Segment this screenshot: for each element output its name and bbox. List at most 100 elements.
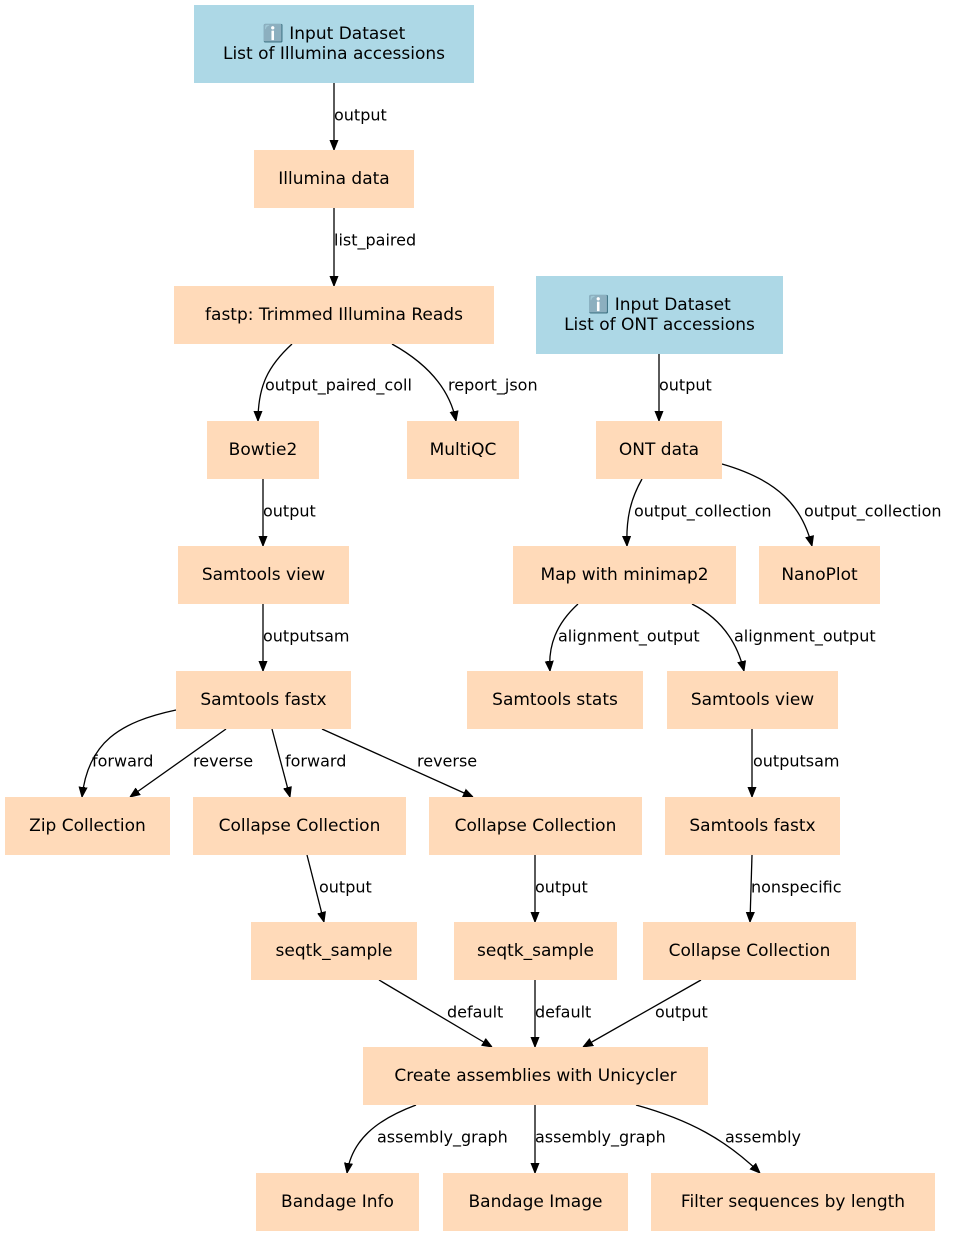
edge-unicycler-to-bandage_image: assembly_graph [535, 1105, 666, 1173]
edge-illumina_data-to-fastp: list_paired [334, 208, 416, 286]
node-fastp: fastp: Trimmed Illumina Reads [174, 286, 494, 344]
edge-fastp-to-bowtie2: output_paired_coll [258, 343, 412, 421]
node-label: Samtools stats [492, 690, 618, 710]
edge-label: default [447, 1003, 503, 1022]
input-dataset-box [536, 276, 783, 354]
node-unicycler: Create assemblies with Unicycler [363, 1047, 708, 1105]
edge-arrow [391, 343, 456, 421]
edge-label: assembly [725, 1128, 801, 1147]
edge-label: nonspecific [751, 878, 842, 897]
edge-label: output_collection [634, 502, 772, 522]
tool-step-box [467, 671, 643, 729]
edge-bowtie2-to-samtools_view_1: output [263, 479, 316, 546]
tool-step-box [759, 546, 880, 604]
node-label: Collapse Collection [455, 816, 617, 836]
node-label: Samtools fastx [200, 690, 326, 710]
node-label: Samtools fastx [689, 816, 815, 836]
edge-label: list_paired [334, 231, 416, 251]
node-label: Samtools view [202, 565, 325, 585]
edge-ont_data-to-nanoplot: output_collection [721, 463, 942, 546]
node-label: Samtools view [691, 690, 814, 710]
node-bandage_image: Bandage Image [443, 1173, 628, 1231]
node-bowtie2: Bowtie2 [207, 421, 319, 479]
edge-label: assembly_graph [377, 1128, 508, 1148]
edge-label: output_paired_coll [265, 376, 412, 396]
edge-fastp-to-multiqc: report_json [391, 343, 538, 421]
edge-unicycler-to-bandage_info: assembly_graph [347, 1104, 508, 1173]
edge-label: forward [285, 752, 346, 771]
edge-input_ont-to-ont_data: output [659, 354, 712, 421]
edge-samtools_view_1-to-samtools_fastx_1: outputsam [263, 604, 350, 671]
node-samtools_fastx_2: Samtools fastx [665, 797, 840, 855]
edge-label: alignment_output [734, 627, 876, 647]
edge-arrow [271, 728, 290, 797]
node-label: Create assemblies with Unicycler [394, 1066, 676, 1086]
node-label: NanoPlot [781, 565, 858, 585]
edge-arrow [306, 854, 324, 922]
node-label: Zip Collection [29, 816, 146, 836]
edge-samtools_fastx_2-to-collapse_3: nonspecific [750, 854, 842, 922]
edge-arrow [130, 728, 227, 797]
edge-arrow [635, 1104, 760, 1173]
node-label: ℹ️ Input Dataset [263, 23, 406, 44]
node-label: ℹ️ Input Dataset [588, 294, 731, 315]
node-illumina_data: Illumina data [254, 150, 414, 208]
node-nanoplot: NanoPlot [759, 546, 880, 604]
tool-step-box [407, 421, 519, 479]
tool-step-box [363, 1047, 708, 1105]
node-label: ONT data [619, 440, 699, 460]
tool-step-box [443, 1173, 628, 1231]
edge-samtools_fastx_1-to-zip_collection: reverse [130, 728, 253, 797]
node-samtools_view_1: Samtools view [178, 546, 349, 604]
edge-label: output [334, 106, 387, 125]
node-label: seqtk_sample [276, 941, 393, 961]
edge-unicycler-to-filter_length: assembly [635, 1104, 801, 1173]
edge-label: assembly_graph [535, 1128, 666, 1148]
edge-label: default [535, 1003, 591, 1022]
node-samtools_stats: Samtools stats [467, 671, 643, 729]
node-collapse_3: Collapse Collection [643, 922, 856, 980]
node-collapse_2: Collapse Collection [429, 797, 642, 855]
tool-step-box [5, 797, 170, 855]
edge-minimap2-to-samtools_stats: alignment_output [550, 603, 700, 671]
node-label: List of ONT accessions [564, 315, 755, 335]
node-label: List of Illumina accessions [223, 44, 445, 64]
edge-seqtk_2-to-unicycler: default [535, 980, 591, 1047]
edge-arrow [691, 603, 744, 671]
edge-seqtk_1-to-unicycler: default [378, 979, 503, 1047]
node-zip_collection: Zip Collection [5, 797, 170, 855]
edge-minimap2-to-samtools_view_2: alignment_output [691, 603, 876, 671]
node-samtools_fastx_1: Samtools fastx [176, 671, 351, 729]
node-label: fastp: Trimmed Illumina Reads [205, 305, 463, 325]
edge-samtools_fastx_1-to-collapse_1: forward [271, 728, 346, 797]
tool-step-box [174, 286, 494, 344]
edge-label: output [319, 878, 372, 897]
edge-label: output [655, 1003, 708, 1022]
tool-step-box [643, 922, 856, 980]
tool-step-box [176, 671, 351, 729]
tool-step-box [651, 1173, 935, 1231]
edge-arrow [378, 979, 492, 1047]
tool-step-box [596, 421, 722, 479]
tool-step-box [207, 421, 319, 479]
node-label: Bowtie2 [229, 440, 298, 460]
input-dataset-box [194, 5, 474, 83]
edge-ont_data-to-minimap2: output_collection [627, 478, 772, 546]
tool-step-box [193, 797, 406, 855]
edge-samtools_fastx_1-to-zip_collection: forward [82, 709, 177, 797]
tool-step-box [513, 546, 736, 604]
edge-arrow [627, 478, 643, 546]
node-seqtk_1: seqtk_sample [251, 922, 417, 980]
node-label: Collapse Collection [219, 816, 381, 836]
node-minimap2: Map with minimap2 [513, 546, 736, 604]
node-label: seqtk_sample [477, 941, 594, 961]
tool-step-box [665, 797, 840, 855]
edge-label: reverse [417, 752, 477, 771]
edge-label: report_json [448, 376, 538, 396]
edge-arrow [82, 709, 177, 797]
node-label: Illumina data [278, 169, 389, 189]
edge-samtools_fastx_1-to-collapse_2: reverse [321, 728, 477, 798]
node-samtools_view_2: Samtools view [667, 671, 838, 729]
